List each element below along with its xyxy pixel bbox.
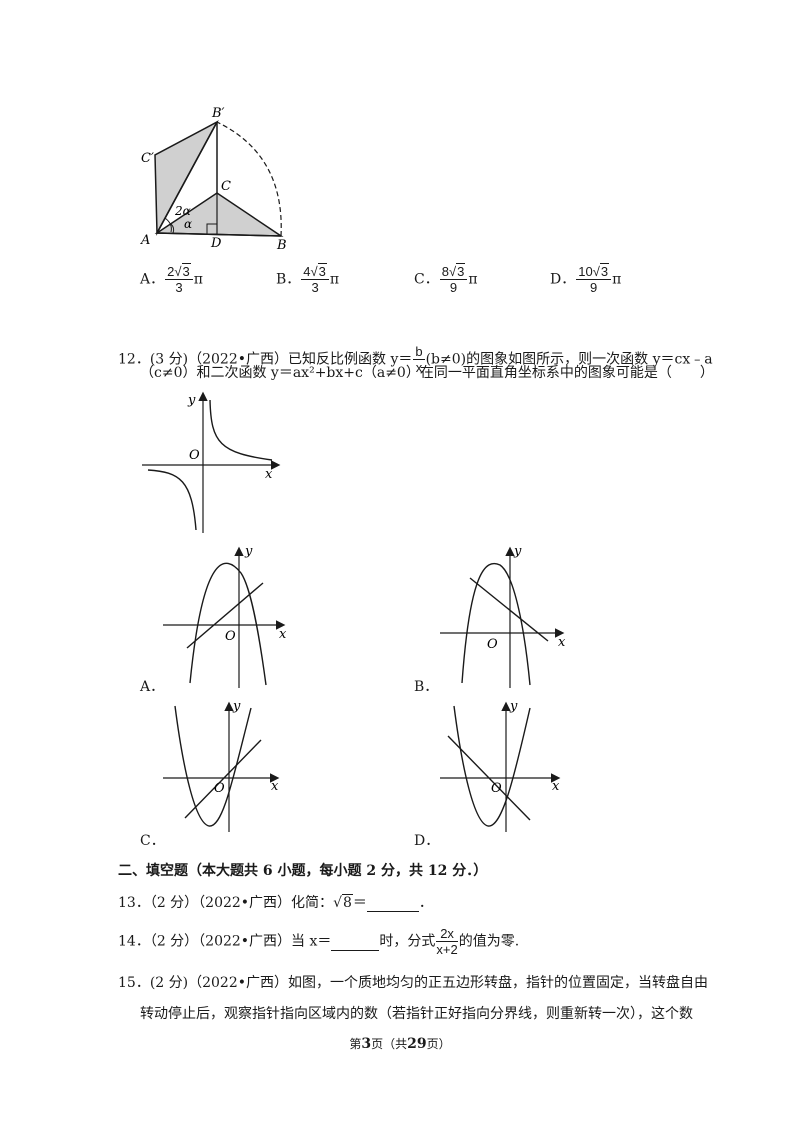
graph-c-y-label: y: [232, 699, 241, 714]
q12-option-b-label[interactable]: B．: [414, 679, 439, 695]
q12-reference-graph: y x O: [142, 391, 281, 533]
page-number: 3: [361, 1036, 372, 1052]
label-c-prime: C′: [141, 151, 154, 166]
ref-origin-label: O: [189, 448, 200, 463]
graph-d-x-label: x: [552, 779, 560, 794]
graph-b-origin-label: O: [487, 637, 498, 652]
graph-a-origin-label: O: [225, 629, 236, 644]
q14-answer-blank[interactable]: [331, 934, 380, 951]
q13: 13．（2 分）（2022•广西）化简：√8＝ ．: [118, 894, 433, 912]
q15-line1: 15．(2 分)（2022•广西）如图，一个质地均匀的正五边形转盘，指针的位置固…: [118, 975, 708, 991]
label-a: A: [140, 233, 150, 248]
q12-option-d-label[interactable]: D．: [414, 833, 440, 849]
q12-graph-c[interactable]: y x O: [163, 698, 293, 833]
graph-c-origin-label: O: [214, 781, 225, 796]
label-alpha: α: [184, 217, 192, 231]
q12-line2: （c≠0）和二次函数 y＝ax²+bx+c（a≠0）在同一平面直角坐标系中的图象…: [140, 365, 714, 381]
graph-a-x-label: x: [279, 627, 287, 642]
page-footer: 第3页（共29页）: [349, 1036, 451, 1052]
q12-option-a-label[interactable]: A．: [140, 679, 165, 695]
graph-c-x-label: x: [271, 779, 279, 794]
q12-option-c-label[interactable]: C．: [140, 833, 165, 849]
graph-b-y-label: y: [513, 544, 522, 559]
graph-d-y-label: y: [509, 699, 518, 714]
graph-a-y-label: y: [244, 544, 253, 559]
q15-line2: 转动停止后，观察指针指向区域内的数（若指针正好指向分界线，则重新转一次），这个数: [140, 1006, 693, 1022]
label-d: D: [210, 236, 222, 250]
label-b: B: [276, 238, 287, 250]
q12-graph-d[interactable]: y x O: [440, 698, 570, 833]
ref-y-label: y: [187, 393, 196, 408]
graph-d-origin-label: O: [491, 781, 502, 796]
q12-graph-b[interactable]: y x O: [440, 543, 570, 688]
label-2alpha: 2α: [174, 204, 191, 218]
ref-x-label: x: [265, 467, 273, 482]
q12-graph-a[interactable]: y x O: [163, 543, 293, 688]
q11-figure: B′ C′ C A D B 2α α: [140, 106, 287, 250]
graph-b-x-label: x: [558, 635, 566, 650]
q13-answer-blank[interactable]: [366, 895, 419, 912]
page-total: 29: [407, 1036, 427, 1052]
section-heading-fill-in: 二、填空题（本大题共 6 小题，每小题 2 分，共 12 分．）: [118, 863, 488, 879]
label-b-prime: B′: [211, 106, 225, 121]
label-c: C: [221, 179, 231, 194]
